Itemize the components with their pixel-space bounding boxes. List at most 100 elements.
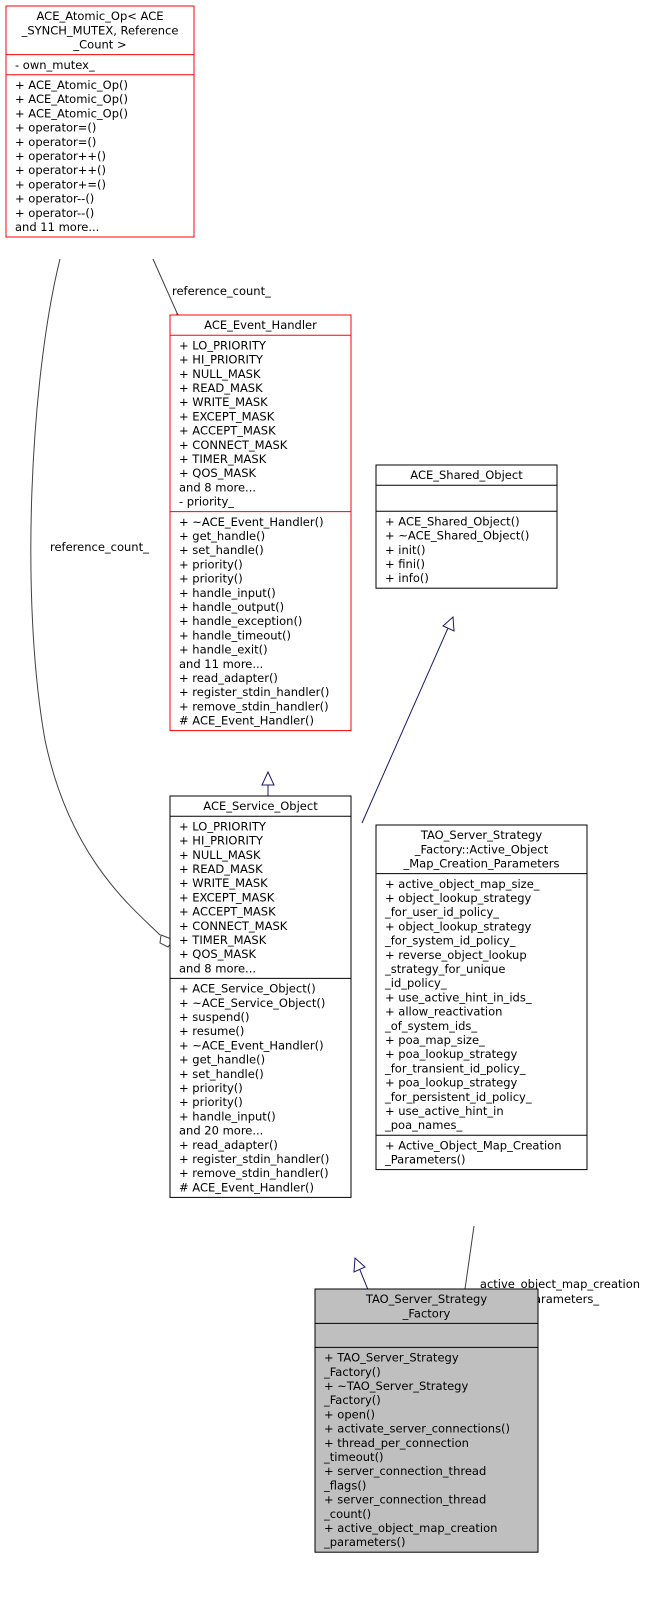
event_handler-attribute: + WRITE_MASK bbox=[179, 395, 268, 409]
service_object-method: and 20 more... bbox=[179, 1124, 263, 1138]
service_object-method: + remove_stdin_handler() bbox=[179, 1166, 329, 1180]
strategy_factory-method: _parameters() bbox=[323, 1535, 405, 1549]
creation_params-attribute: + poa_lookup_strategy bbox=[385, 1047, 517, 1061]
event_handler-attribute: + TIMER_MASK bbox=[179, 452, 267, 466]
service_object-attribute: + NULL_MASK bbox=[179, 848, 261, 862]
atomic_op-method: + operator=() bbox=[15, 121, 96, 135]
event_handler-attribute: + HI_PRIORITY bbox=[179, 353, 264, 367]
creation_params-title-line: TAO_Server_Strategy bbox=[420, 828, 543, 842]
service_object-attribute: and 8 more... bbox=[179, 961, 256, 975]
event_handler-attribute: and 8 more... bbox=[179, 480, 256, 494]
event_handler-method: + priority() bbox=[179, 572, 243, 586]
shared_object-method: + info() bbox=[385, 571, 429, 585]
service_object-attribute: + ACCEPT_MASK bbox=[179, 905, 276, 919]
event_handler-box bbox=[169, 314, 352, 732]
event_handler-method: + register_stdin_handler() bbox=[179, 685, 329, 699]
class-ace-atomic-op[interactable]: ACE_Atomic_Op< ACE_SYNCH_MUTEX, Referenc… bbox=[5, 5, 195, 238]
strategy_factory-method: _Factory() bbox=[323, 1365, 381, 1379]
atomic_op-method: + operator++() bbox=[15, 163, 106, 177]
class-ace-service-object[interactable]: ACE_Service_Object+ LO_PRIORITY+ HI_PRIO… bbox=[169, 795, 352, 1198]
service_object-method: + ACE_Service_Object() bbox=[179, 982, 316, 996]
shared_object-method: + fini() bbox=[385, 557, 425, 571]
event_handler-method: and 11 more... bbox=[179, 657, 263, 671]
strategy_factory-method: + TAO_Server_Strategy bbox=[324, 1351, 459, 1365]
creation_params-attribute: _of_system_ids_ bbox=[384, 1019, 477, 1033]
strategy_factory-method: + server_connection_thread bbox=[324, 1493, 486, 1507]
class-tao-server-strategy-factory[interactable]: TAO_Server_Strategy_Factory+ TAO_Server_… bbox=[314, 1288, 539, 1553]
shared_object-method: + ~ACE_Shared_Object() bbox=[385, 529, 529, 543]
class-ace-shared-object[interactable]: ACE_Shared_Object+ ACE_Shared_Object()+ … bbox=[375, 464, 558, 589]
event_handler-attribute: + CONNECT_MASK bbox=[179, 438, 288, 452]
atomic_op-method: + operator++() bbox=[15, 149, 106, 163]
strategy_factory-method: _timeout() bbox=[323, 1450, 384, 1464]
atomic_op-method: + operator--() bbox=[15, 192, 94, 206]
atomic_op-attribute: - own_mutex_ bbox=[15, 58, 95, 72]
event_handler-attribute: + NULL_MASK bbox=[179, 367, 261, 381]
strategy_factory-method: + ~TAO_Server_Strategy bbox=[324, 1379, 468, 1393]
atomic_op-method: + ACE_Atomic_Op() bbox=[15, 78, 128, 92]
service_object-attribute: + WRITE_MASK bbox=[179, 876, 268, 890]
service_object-method: + priority() bbox=[179, 1081, 243, 1095]
atomic_op-method: + operator--() bbox=[15, 206, 94, 220]
strategy_factory-title-line: _Factory bbox=[402, 1306, 451, 1320]
event_handler-method: + read_adapter() bbox=[179, 671, 278, 685]
inherit-arrow-sharedobject bbox=[442, 615, 455, 632]
service_object-attribute: + LO_PRIORITY bbox=[179, 819, 267, 833]
event_handler-attribute: + QOS_MASK bbox=[179, 466, 257, 480]
creation_params-attribute: + poa_map_size_ bbox=[385, 1033, 485, 1047]
creation_params-attribute: + use_active_hint_in bbox=[385, 1104, 504, 1118]
service_object-method: + suspend() bbox=[179, 1010, 250, 1024]
edge-label-aomcp-line2: _parameters_ bbox=[520, 1292, 599, 1306]
creation_params-attribute: + poa_lookup_strategy bbox=[385, 1076, 517, 1090]
event_handler-method: + ~ACE_Event_Handler() bbox=[179, 515, 324, 529]
class-ace-event-handler[interactable]: ACE_Event_Handler+ LO_PRIORITY+ HI_PRIOR… bbox=[169, 314, 352, 732]
service_object-title-line: ACE_Service_Object bbox=[203, 799, 318, 813]
creation_params-attribute: _strategy_for_unique bbox=[384, 962, 505, 976]
creation_params-attribute: _id_policy_ bbox=[384, 976, 447, 990]
strategy_factory-method: _Factory() bbox=[323, 1393, 381, 1407]
event_handler-attribute: - priority_ bbox=[179, 495, 234, 509]
strategy_factory-method: + activate_server_connections() bbox=[324, 1422, 510, 1436]
service_object-method: + read_adapter() bbox=[179, 1138, 278, 1152]
inherit-arrow-eventhandler bbox=[261, 770, 275, 786]
event_handler-method: + handle_output() bbox=[179, 600, 284, 614]
service_object-method: + set_handle() bbox=[179, 1067, 264, 1081]
creation_params-attribute: + object_lookup_strategy bbox=[385, 891, 532, 905]
creation_params-method: _Parameters() bbox=[384, 1153, 466, 1167]
creation_params-attribute: + allow_reactivation bbox=[385, 1005, 502, 1019]
event_handler-attribute: + EXCEPT_MASK bbox=[179, 409, 275, 423]
creation_params-attribute: + use_active_hint_in_ids_ bbox=[385, 990, 532, 1004]
atomic_op-title-line: ACE_Atomic_Op< ACE bbox=[37, 9, 164, 23]
service_object-attribute: + EXCEPT_MASK bbox=[179, 890, 275, 904]
service_object-method: + register_stdin_handler() bbox=[179, 1152, 329, 1166]
strategy_factory-box bbox=[314, 1288, 539, 1553]
service_object-method: + get_handle() bbox=[179, 1053, 265, 1067]
event_handler-method: + get_handle() bbox=[179, 529, 265, 543]
strategy_factory-method: + active_object_map_creation bbox=[324, 1521, 497, 1535]
strategy_factory-method: + thread_per_connection bbox=[324, 1436, 469, 1450]
service_object-method: + ~ACE_Event_Handler() bbox=[179, 1038, 324, 1052]
service_object-attribute: + READ_MASK bbox=[179, 862, 263, 876]
event_handler-method: + handle_input() bbox=[179, 586, 276, 600]
edge-serviceobject-to-sharedobject bbox=[361, 627, 449, 824]
service_object-attribute: + CONNECT_MASK bbox=[179, 919, 288, 933]
atomic_op-method: + ACE_Atomic_Op() bbox=[15, 106, 128, 120]
creation_params-title-line: _Map_Creation_Parameters bbox=[403, 857, 560, 871]
inherit-arrow-serviceobject bbox=[353, 1256, 366, 1273]
strategy_factory-method: _count() bbox=[323, 1507, 371, 1521]
atomic_op-title-line: _SYNCH_MUTEX, Reference bbox=[21, 23, 179, 37]
event_handler-attribute: + READ_MASK bbox=[179, 381, 263, 395]
atomic_op-method: + ACE_Atomic_Op() bbox=[15, 92, 128, 106]
creation_params-title-line: _Factory::Active_Object bbox=[414, 842, 549, 856]
class-active-object-map-creation-parameters[interactable]: TAO_Server_Strategy_Factory::Active_Obje… bbox=[375, 824, 588, 1171]
edge-labels: reference_count_ reference_count_ active… bbox=[50, 284, 640, 1306]
event_handler-method: + remove_stdin_handler() bbox=[179, 699, 329, 713]
strategy_factory-method: + server_connection_thread bbox=[324, 1464, 486, 1478]
shared_object-method: + ACE_Shared_Object() bbox=[385, 514, 520, 528]
creation_params-attribute: _for_persistent_id_policy_ bbox=[384, 1090, 532, 1104]
creation_params-attribute: + active_object_map_size_ bbox=[385, 877, 540, 891]
event_handler-method: + set_handle() bbox=[179, 543, 264, 557]
event_handler-attribute: + ACCEPT_MASK bbox=[179, 424, 276, 438]
event_handler-method: + handle_exit() bbox=[179, 643, 268, 657]
